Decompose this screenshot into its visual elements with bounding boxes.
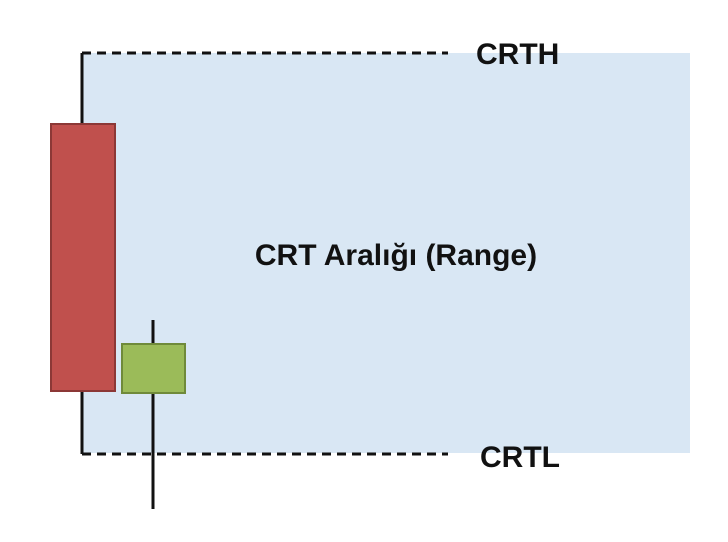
sweep-candle-body — [121, 343, 186, 394]
crt-low-label: CRTL — [480, 441, 560, 474]
crt-range-label: CRT Aralığı (Range) — [255, 239, 537, 272]
crt-high-label: CRTH — [476, 38, 559, 71]
range-candle — [50, 53, 116, 454]
range-candle-body — [50, 123, 116, 392]
sweep-candle — [121, 320, 186, 509]
